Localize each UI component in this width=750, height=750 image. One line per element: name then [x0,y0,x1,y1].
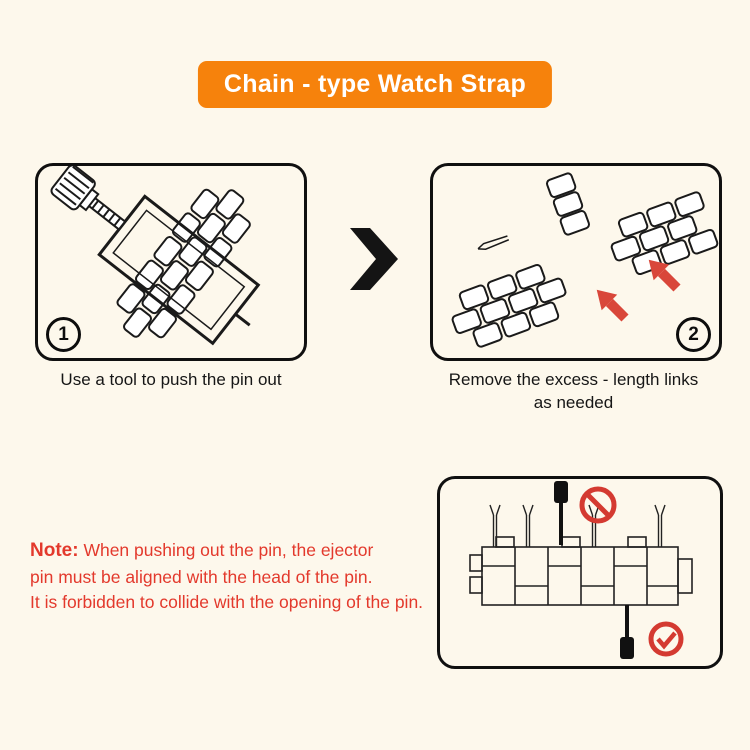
ejector-pin-top [554,481,568,545]
note: Note: When pushing out the pin, the ejec… [30,537,472,615]
pin-alignment-panel [437,476,723,669]
step-2-illustration [451,172,719,348]
note-body: When pushing out the pin, the ejector pi… [30,540,424,612]
title-banner: Chain - type Watch Strap [197,61,553,108]
link-remover-tool [50,166,261,346]
link-separation-arrow-icons [596,259,681,322]
next-step-arrow-icon [350,228,398,290]
loose-pin [477,235,510,251]
note-label: Note: [30,540,79,561]
pin-alignment-illustration [469,481,693,659]
correct-check-icon [648,621,684,657]
band-cross-section [469,536,693,606]
step-1-panel: 1 [35,163,307,361]
step-2-number-badge: 2 [676,317,711,352]
step-2-panel: 2 [430,163,722,361]
cotter-pins [489,504,666,547]
step-2-caption: Remove the excess - length links as need… [448,370,699,412]
prohibited-icon [579,486,617,524]
band-piece-lower [451,263,567,348]
red-arrow-icon [596,289,629,322]
step-1-number-badge: 1 [46,317,81,352]
pushed-out-pin [234,312,251,327]
red-arrow-icon [648,259,681,292]
band-piece-upper [610,191,719,276]
step-1-illustration [50,166,261,346]
watch-strap-band [50,166,261,346]
step-1-caption: Use a tool to push the pin out [60,370,282,389]
ejected-pin-bottom [620,605,634,659]
removed-link [545,172,591,236]
